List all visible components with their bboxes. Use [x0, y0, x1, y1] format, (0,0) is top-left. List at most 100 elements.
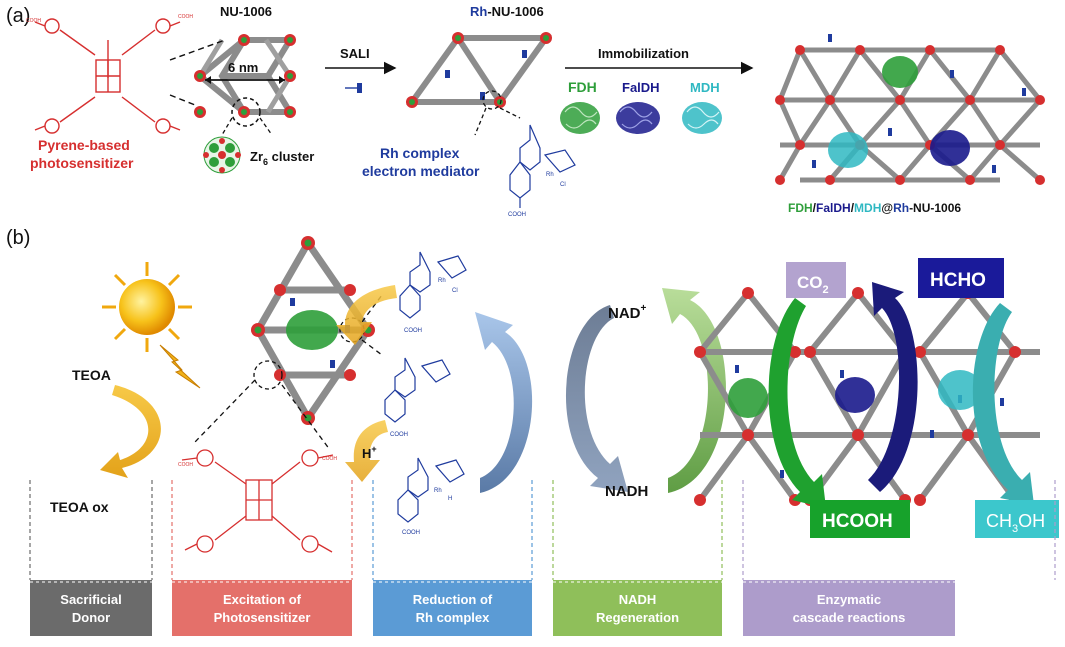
composite-fdh: [882, 56, 918, 88]
co2-to-hcooh-arrow: [768, 298, 826, 508]
rh-site-highlight: [482, 90, 502, 110]
cooh-label: COOH: [26, 18, 41, 24]
rh-atom-label: Rh: [434, 488, 442, 494]
stage-label-line2: Donor: [72, 610, 110, 625]
panel-b-label: (b): [6, 227, 30, 249]
cl-atom-label: Cl: [452, 288, 458, 294]
stage-label-line1: Sacrificial: [60, 592, 121, 607]
fdh-label: FDH: [568, 79, 597, 95]
hcooh-box: [810, 500, 910, 538]
stage-box-bg: [373, 580, 532, 636]
stage-label-line1: Excitation of: [223, 592, 302, 607]
h-plus-label: H+: [362, 444, 377, 461]
stage-box-bg: [30, 580, 152, 636]
cooh-label: COOH: [390, 432, 408, 438]
rh-complex-structure-a: [509, 124, 576, 208]
teoa-label: TEOA: [72, 367, 111, 383]
ch3oh-label: CH3OH: [986, 511, 1045, 535]
cl-atom-label: Cl: [560, 182, 566, 188]
stage-dividers: [29, 480, 1056, 580]
rh-to-nadh-arrow: [475, 312, 533, 493]
zr6-nodes-rh: [406, 32, 552, 108]
hcooh-to-hcho-arrow: [868, 282, 918, 492]
cooh-label: COOH: [402, 530, 420, 536]
mdh-label: MDH: [690, 80, 720, 95]
co2-box: [786, 262, 846, 298]
pyrene-linker-a: [34, 18, 181, 134]
cooh-label: COOH: [508, 212, 526, 218]
hcho-box: [918, 258, 1004, 298]
hcooh-label: HCOOH: [822, 511, 893, 532]
rh-complex-label-line1: Rh complex: [380, 145, 460, 161]
immobilization-label: Immobilization: [598, 46, 689, 61]
composite-label: FDH/FalDH/MDH@Rh-NU-1006: [788, 201, 961, 215]
nu1006-title: NU-1006: [220, 4, 272, 19]
zr6-cluster-icon: [203, 136, 241, 174]
ch3oh-box: [975, 500, 1059, 538]
hcho-to-ch3oh-arrow: [972, 303, 1034, 505]
rh-complex-oxidized: [399, 251, 467, 319]
rh-flag-icon: [345, 83, 362, 93]
cooh-label: COOH: [404, 328, 422, 334]
fdh-in-mof-b: [286, 310, 338, 350]
mdh-enzyme-icon: [682, 102, 722, 134]
co2-label: CO2: [797, 273, 829, 296]
zr6-highlight: [231, 97, 261, 127]
cascade-fdh: [728, 378, 768, 418]
teoa-ox-label: TEOA ox: [50, 499, 109, 515]
electron-transfer-arrow: [336, 285, 397, 345]
pyrene-label-line1: Pyrene-based: [38, 137, 130, 153]
h-atom-label: H: [448, 496, 452, 502]
panel-a-label: (a): [6, 5, 30, 27]
rh-nu1006-framework: [406, 35, 552, 105]
nad-cycle-arrow: [565, 305, 628, 492]
rh-complex-label-line2: electron mediator: [362, 163, 480, 179]
zr6-nodes-a: [194, 34, 296, 118]
linker-zoom-circle: [253, 360, 283, 390]
stage-box: NADH Regeneration: [553, 580, 722, 636]
faldh-enzyme-icon: [616, 102, 660, 134]
cascade-faldh: [835, 377, 875, 413]
nadh-regeneration-arrow: [662, 288, 726, 493]
rh-flags-on-mof: [445, 50, 527, 100]
hcho-label: HCHO: [930, 270, 986, 291]
sun-icon: [102, 262, 192, 352]
composite-faldh: [930, 130, 970, 166]
stage-label-line2: cascade reactions: [793, 610, 906, 625]
rh-complex-hydride: [397, 457, 465, 523]
cooh-label: COOH: [178, 462, 193, 468]
rh-atom-label: Rh: [546, 172, 554, 178]
rh-nu1006-title: Rh-NU-1006: [470, 4, 544, 19]
rh-atom-label: Rh: [438, 278, 446, 284]
stage-label-line2: Regeneration: [596, 610, 679, 625]
stage-box-bg: [172, 580, 352, 636]
lightning-icon: [159, 344, 201, 389]
zr6-cluster-label: Zr6 cluster: [250, 149, 314, 167]
nadh-label: NADH: [605, 483, 648, 500]
zoom-lines: [169, 39, 226, 106]
six-nm-label: 6 nm: [228, 60, 258, 75]
composite-mdh: [828, 132, 868, 168]
cascade-mdh: [938, 370, 982, 410]
stage-label-line1: NADH: [619, 592, 657, 607]
composite-rh-flags: [812, 34, 1026, 173]
stage-label-line1: Reduction of: [413, 592, 493, 607]
proton-arrow: [345, 420, 388, 482]
pyrene-linker-b: [181, 449, 334, 553]
sali-label: SALI: [340, 46, 370, 61]
cooh-label: COOH: [322, 456, 337, 462]
pyrene-label-line2: photosensitizer: [30, 155, 134, 171]
teoa-oxidation-arrow: [100, 385, 161, 478]
nu1006-framework: [197, 37, 296, 115]
mof-nodes-b: [251, 236, 375, 425]
zoom-lines-b: [194, 294, 383, 451]
stage-box-bg: [743, 580, 955, 636]
nad-plus-label: NAD+: [608, 303, 647, 322]
cooh-label: COOH: [178, 14, 193, 20]
